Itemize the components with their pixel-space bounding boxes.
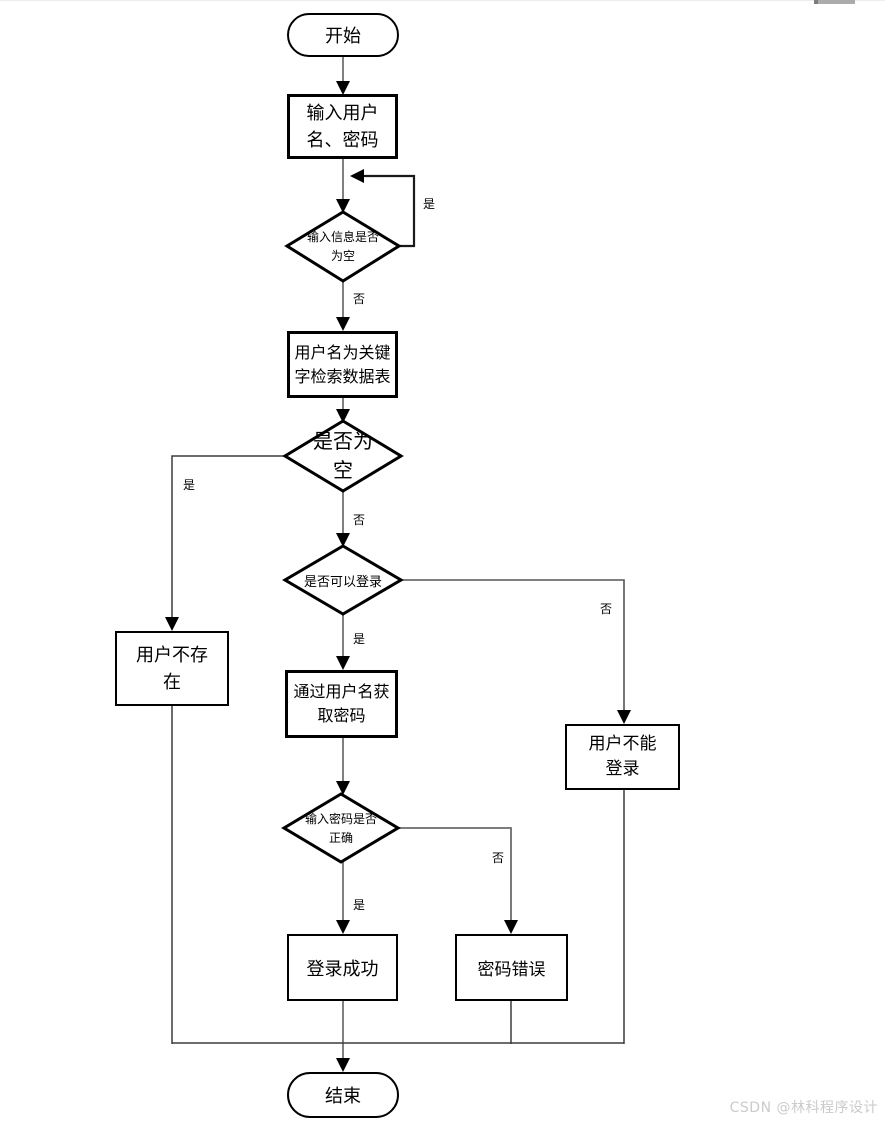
arrowhead — [336, 533, 350, 547]
arrowhead — [336, 317, 350, 331]
node-password-error: 密码错误 — [455, 934, 568, 1001]
arrowhead — [336, 1058, 350, 1072]
arrowhead — [617, 710, 631, 724]
arrowhead — [504, 920, 518, 934]
edge-label-result-yes: 是 — [183, 478, 196, 492]
node-search-table: 用户名为关键字检索数据表 — [287, 331, 398, 398]
arrowhead — [165, 617, 179, 631]
decision-input-empty-label: 输入信息是否为空 — [306, 230, 379, 263]
arrowhead — [336, 920, 350, 934]
node-login-success: 登录成功 — [287, 934, 398, 1001]
edge-label-result-no: 否 — [353, 513, 366, 527]
decision-input-empty-shape — [284, 210, 402, 283]
edge-loop-yes — [352, 174, 416, 248]
node-input-credentials-label: 输入用户名、密码 — [306, 102, 379, 151]
arrowhead — [336, 81, 350, 95]
arrowhead — [336, 656, 350, 670]
node-get-password-label: 通过用户名获取密码 — [293, 682, 390, 725]
decision-password-correct-label: 输入密码是否正确 — [304, 812, 377, 845]
node-input-credentials: 输入用户名、密码 — [287, 94, 398, 159]
arrowhead — [336, 199, 350, 213]
edge-label-password-yes: 是 — [353, 898, 366, 912]
edge-password-no-to-error — [397, 827, 512, 921]
node-start-label: 开始 — [325, 26, 361, 47]
node-get-password: 通过用户名获取密码 — [285, 670, 398, 738]
edge-label-input-no: 否 — [353, 292, 366, 306]
decision-result-empty-shape — [282, 419, 404, 493]
node-user-cannot-login-label: 用户不能登录 — [588, 733, 657, 780]
decision-can-login-label: 是否可以登录 — [303, 574, 382, 590]
edge-label-loop-yes: 是 — [423, 197, 436, 211]
page-top-border — [0, 0, 885, 1]
decision-password-correct-shape — [281, 792, 401, 864]
node-start: 开始 — [287, 13, 399, 57]
node-login-success-label: 登录成功 — [306, 958, 379, 980]
edge-result-yes-to-notexist — [171, 455, 286, 618]
decision-result-empty-label: 是否为空 — [313, 429, 373, 482]
node-user-cannot-login: 用户不能登录 — [565, 724, 680, 790]
arrowhead — [336, 409, 350, 423]
node-password-error-label: 密码错误 — [477, 960, 546, 980]
node-end-label: 结束 — [325, 1086, 361, 1107]
edge-label-can-login-yes: 是 — [353, 632, 366, 646]
edge-label-can-login-no: 否 — [600, 602, 613, 616]
edge-label-password-no: 否 — [492, 851, 505, 865]
edge-can-login-no-to-cannot — [400, 579, 625, 711]
scrollbar-cap — [814, 0, 818, 4]
node-search-table-label: 用户名为关键字检索数据表 — [294, 342, 391, 386]
arrowhead — [350, 169, 364, 183]
node-user-not-exist-label: 用户不存在 — [136, 644, 208, 693]
horizontal-scrollbar-thumb[interactable] — [814, 0, 855, 4]
arrowhead — [336, 781, 350, 795]
node-user-not-exist: 用户不存在 — [115, 631, 229, 706]
decision-can-login-shape — [282, 544, 404, 616]
node-end: 结束 — [287, 1072, 399, 1118]
csdn-watermark: CSDN @林科程序设计 — [729, 1100, 878, 1116]
